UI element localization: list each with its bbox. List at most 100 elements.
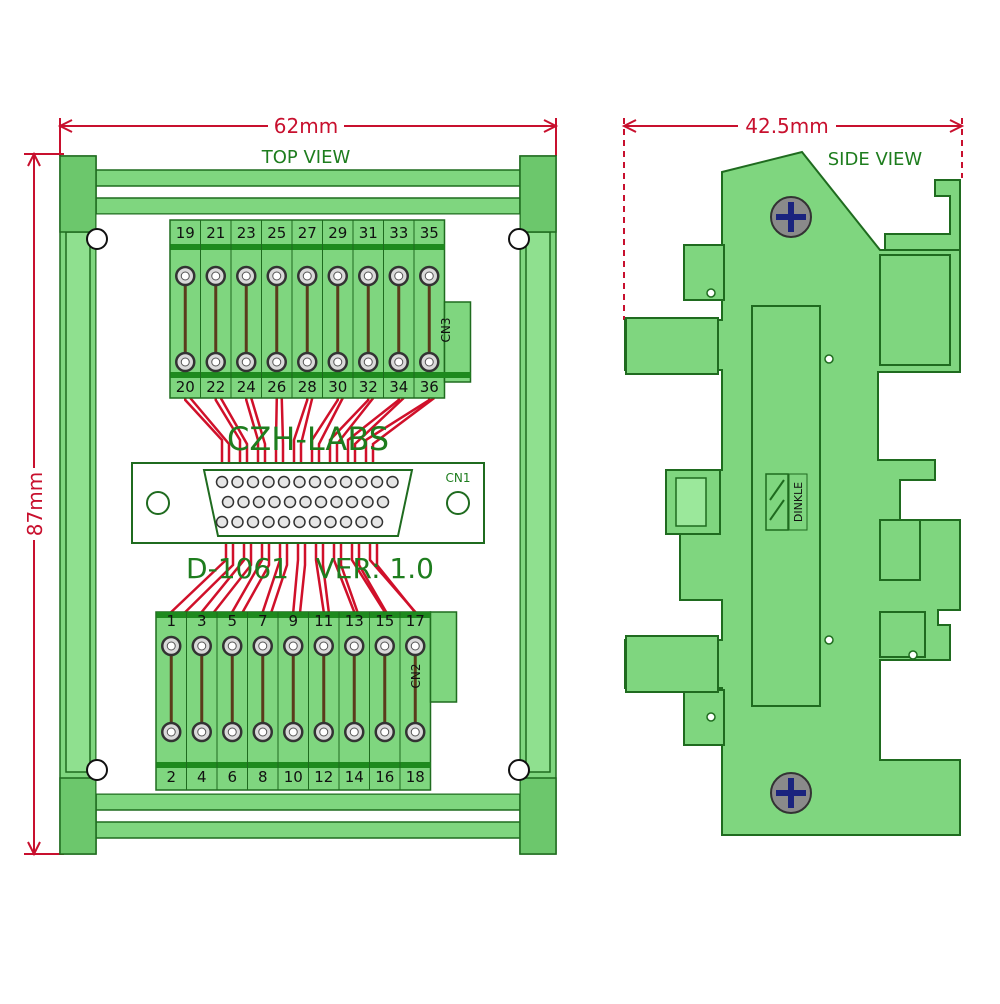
cn3-screw-terminal-center [180, 271, 190, 281]
cn2-pin-label: 15 [375, 612, 394, 630]
cn3-screw-terminal-center [180, 357, 190, 367]
cn3-screw-terminal-center [302, 357, 312, 367]
dim-label-bg-side [738, 113, 836, 137]
bottom-bar-1 [95, 793, 521, 811]
cn2-screw-terminal-center [227, 727, 237, 737]
dsub-pin [330, 495, 343, 509]
cn2-pin-label: 3 [197, 612, 207, 630]
left-rail-cap-bottom [59, 777, 97, 855]
side-hole-3 [706, 288, 716, 298]
dsub-screw-hole-left [146, 491, 170, 515]
dsub-pin [355, 515, 368, 529]
cn2-strip-top [156, 612, 431, 618]
cn2-screw-terminal-center [349, 641, 359, 651]
cn2-strip-bottom [156, 762, 431, 768]
cn3-pin-label: 27 [298, 224, 317, 242]
cn3-screw-terminal-center [394, 271, 404, 281]
cn3-screw-terminal-center [363, 271, 373, 281]
cn2-screw-terminal-center [319, 641, 329, 651]
cn1-label: CN1 [446, 471, 471, 485]
dsub-pin [221, 495, 235, 509]
dsub-pin [386, 475, 399, 489]
cn3-pin-label: 29 [328, 224, 347, 242]
dsub-pin [262, 475, 275, 489]
cn2-pin-label: 7 [258, 612, 268, 630]
cn2-pin-label: 13 [345, 612, 364, 630]
side-terminal-top [683, 244, 725, 301]
dsub-pin [355, 475, 368, 489]
dsub-pin [299, 495, 312, 509]
dsub-pin [370, 515, 384, 529]
cn2-pin-label: 4 [197, 768, 207, 786]
side-view-label: SIDE VIEW [828, 149, 923, 170]
cn3-pin-label: 35 [420, 224, 439, 242]
right-rail-cap-top [519, 155, 557, 233]
cn2-screw-terminal-center [410, 727, 420, 737]
cn2-tab [429, 611, 458, 703]
cn2-screw-terminal-center [166, 727, 176, 737]
side-cn3-body [625, 317, 719, 375]
dsub-pin [262, 515, 275, 529]
cn3-pin-label: 26 [267, 378, 286, 396]
cn2-screw-terminal-center [349, 727, 359, 737]
side-clip-bottom [879, 611, 926, 658]
top-bar-2 [95, 197, 521, 215]
cn2-pin-label: 16 [375, 768, 394, 786]
mount-hole-br [508, 759, 530, 781]
dsub-pin [231, 515, 244, 529]
dsub-pin [277, 515, 291, 529]
dsub-pin [370, 475, 384, 489]
screw-bottom [770, 772, 812, 814]
dim-label-bg-top [268, 113, 344, 137]
right-rail-inner [525, 231, 551, 773]
cn3-pin-label: 24 [237, 378, 256, 396]
left-rail-inner [65, 231, 91, 773]
dinkle-logo: DINKLE [765, 473, 808, 531]
dsub-screw-hole-right [446, 491, 470, 515]
dsub-pins [215, 475, 399, 529]
cn3-pin-label: 20 [176, 378, 195, 396]
dinkle-logo-mark [765, 473, 789, 531]
bottom-bar-2 [95, 821, 521, 839]
cn2-pin-label: 18 [406, 768, 425, 786]
dim-arrow-side-left [621, 119, 637, 133]
screw-slot-h [776, 790, 806, 796]
dsub-pin [283, 495, 297, 509]
dsub-pin [293, 475, 306, 489]
dsub-pin [231, 475, 244, 489]
cn2-pin-label: 8 [258, 768, 268, 786]
cn2-screw-terminal-center [288, 727, 298, 737]
cn1-dsub-connector: CN1 [131, 462, 485, 544]
side-clip-mid [879, 519, 921, 581]
cn3-screw-terminal-center [394, 357, 404, 367]
cn3-pin-label: 36 [420, 378, 439, 396]
top-view-housing [59, 155, 557, 855]
dsub-pin [308, 515, 322, 529]
cn3-strip-bottom [170, 372, 471, 378]
cn3-pin-label: 32 [359, 378, 378, 396]
cn2-pin-label: 1 [166, 612, 176, 630]
side-hole-2 [824, 635, 834, 645]
top-view-label: TOP VIEW [261, 147, 351, 168]
dsub-pin [308, 475, 322, 489]
dsub-pin [324, 515, 337, 529]
dinkle-label: DINKLE [792, 482, 805, 522]
dsub-pin [361, 495, 374, 509]
dsub-pin [324, 475, 337, 489]
screw-slot-h [776, 214, 806, 220]
cn3-pin-label: 22 [206, 378, 225, 396]
screw-top [770, 196, 812, 238]
cn3-tab [443, 301, 472, 383]
cn2-screw-terminal-center [227, 641, 237, 651]
dsub-pin [268, 495, 281, 509]
dsub-pin [246, 515, 260, 529]
cn3-screw-terminal-center [241, 357, 251, 367]
cn3-screw-terminal-center [241, 271, 251, 281]
cn2-screw-terminal-center [319, 727, 329, 737]
cn2-pin-label: 6 [227, 768, 237, 786]
dim-label-top-width: 62mm [274, 114, 338, 138]
